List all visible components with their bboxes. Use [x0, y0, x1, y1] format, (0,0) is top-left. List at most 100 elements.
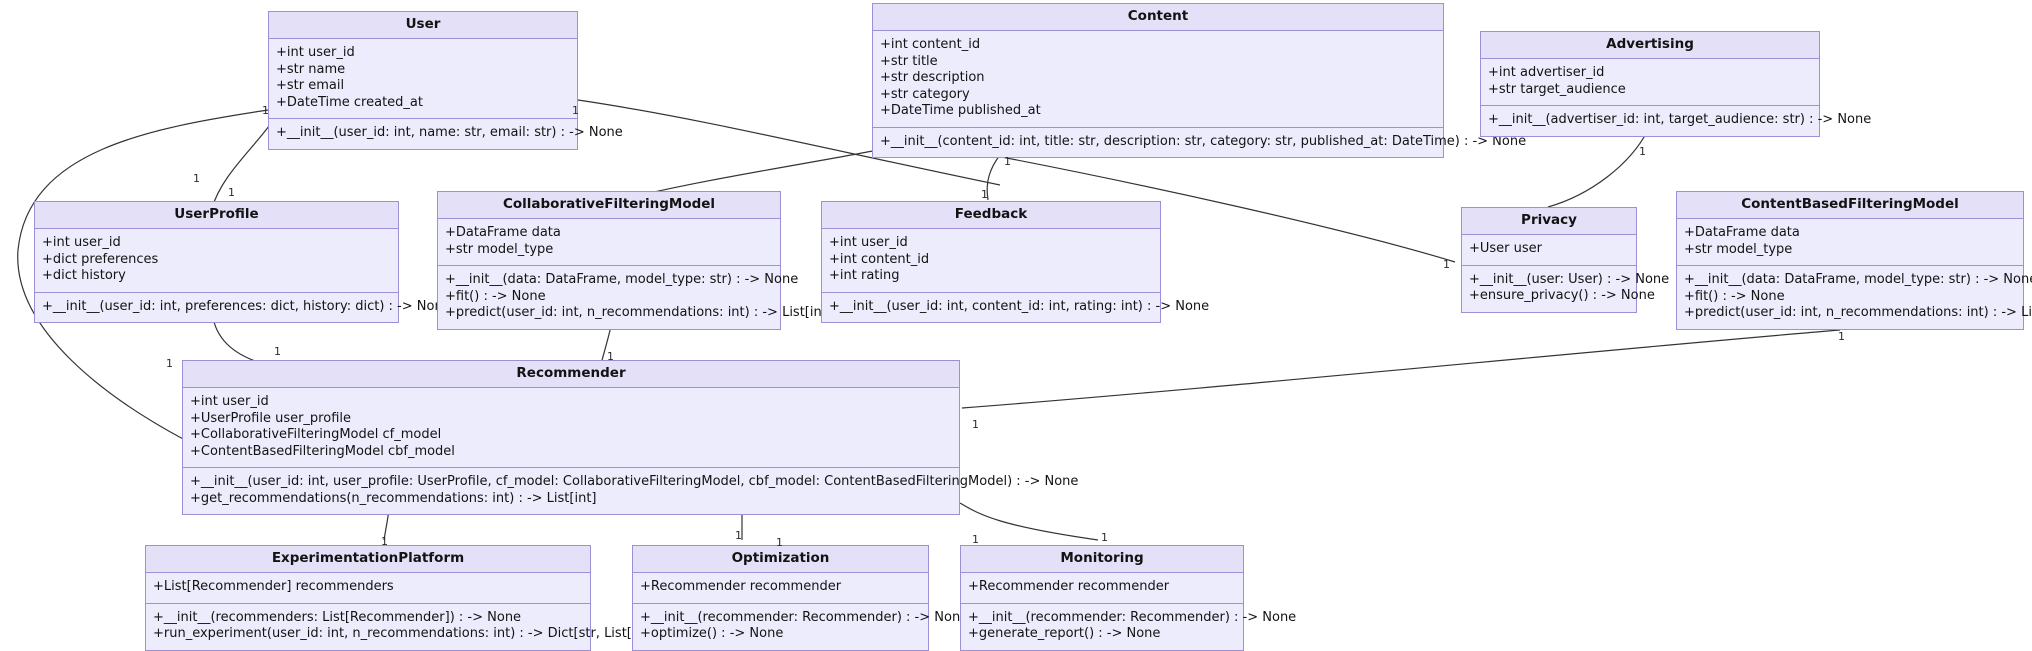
attribute-row: +str target_audience: [1488, 81, 1626, 97]
class-name-contentbasedfilteringmodel: ContentBasedFilteringModel: [1677, 192, 2023, 219]
attribute-row: +str email: [276, 78, 345, 93]
class-name-recommender: Recommender: [183, 361, 959, 388]
class-methods-feedback: +__init__(user_id: int, content_id: int,…: [822, 293, 1210, 323]
attribute-row: +UserProfile user_profile: [190, 410, 351, 426]
class-box-userprofile[interactable]: UserProfile +int user_id +dict preferenc…: [34, 201, 451, 323]
method-row: +__init__(user_id: int, preferences: dic…: [42, 298, 451, 314]
class-name-optimization: Optimization: [633, 546, 928, 573]
multiplicity-label: 1: [972, 533, 979, 546]
class-attributes-recommender: +int user_id +UserProfile user_profile +…: [183, 388, 959, 468]
class-name-feedback: Feedback: [822, 202, 1160, 229]
edge-advertising-privacy: [1547, 129, 1649, 208]
class-name-collaborativefilteringmodel: CollaborativeFilteringModel: [438, 192, 780, 219]
class-box-feedback[interactable]: Feedback +int user_id +int content_id +i…: [821, 201, 1210, 323]
method-row: +__init__(recommender: Recommender) : ->…: [640, 609, 969, 625]
attribute-row: +int content_id: [829, 251, 930, 267]
multiplicity-label: 1: [228, 186, 235, 199]
class-box-monitoring[interactable]: Monitoring +Recommender recommender +__i…: [960, 545, 1297, 651]
attribute-row: +DataFrame data: [1684, 225, 1800, 240]
multiplicity-label: 1: [166, 357, 173, 370]
class-name-experimentationplatform: ExperimentationPlatform: [146, 546, 590, 573]
method-row: +ensure_privacy() : -> None: [1469, 288, 1655, 303]
class-methods-advertising: +__init__(advertiser_id: int, target_aud…: [1481, 106, 1872, 136]
class-methods-monitoring: +__init__(recommender: Recommender) : ->…: [961, 604, 1297, 650]
class-attributes-contentbasedfilteringmodel: +DataFrame data +str model_type: [1677, 219, 2023, 266]
edge-content-feedback: [986, 154, 1001, 201]
method-row: +__init__(recommender: Recommender) : ->…: [968, 609, 1297, 625]
method-row: +run_experiment(user_id: int, n_recommen…: [153, 626, 659, 641]
class-attributes-feedback: +int user_id +int content_id +int rating: [822, 229, 1160, 293]
method-row: +get_recommendations(n_recommendations: …: [190, 490, 597, 506]
method-row: +optimize() : -> None: [640, 626, 784, 641]
attribute-row: +CollaborativeFilteringModel cf_model: [190, 427, 442, 442]
attribute-row: +int user_id: [190, 394, 269, 409]
attribute-row: +str title: [880, 53, 938, 69]
class-box-collaborativefilteringmodel[interactable]: CollaborativeFilteringModel +DataFrame d…: [437, 191, 832, 330]
class-box-content[interactable]: Content +int content_id +str title +str …: [872, 3, 1526, 158]
class-box-contentbasedfilteringmodel[interactable]: ContentBasedFilteringModel +DataFrame da…: [1676, 191, 2032, 330]
method-row: +__init__(data: DataFrame, model_type: s…: [445, 272, 799, 287]
multiplicity-label: 1: [1101, 531, 1108, 544]
method-row: +__init__(data: DataFrame, model_type: s…: [1684, 272, 2032, 287]
edge-cbfmodel-recommender: [961, 329, 1841, 409]
class-methods-userprofile: +__init__(user_id: int, preferences: dic…: [35, 293, 451, 323]
attribute-row: +str category: [880, 86, 970, 102]
class-attributes-collaborativefilteringmodel: +DataFrame data +str model_type: [438, 219, 780, 266]
class-attributes-advertising: +int advertiser_id +str target_audience: [1481, 59, 1819, 106]
class-methods-privacy: +__init__(user: User) : -> None +ensure_…: [1462, 266, 1669, 312]
edge-user-userprofile: [211, 121, 273, 209]
class-methods-content: +__init__(content_id: int, title: str, d…: [873, 128, 1526, 158]
class-box-experimentationplatform[interactable]: ExperimentationPlatform +List[Recommende…: [145, 545, 659, 651]
class-methods-contentbasedfilteringmodel: +__init__(data: DataFrame, model_type: s…: [1677, 266, 2032, 329]
class-box-privacy[interactable]: Privacy +User user +__init__(user: User)…: [1461, 207, 1669, 313]
attribute-row: +int content_id: [880, 37, 981, 52]
class-attributes-content: +int content_id +str title +str descript…: [873, 31, 1443, 128]
multiplicity-label: 1: [981, 188, 988, 201]
method-row: +fit() : -> None: [445, 288, 546, 304]
attribute-row: +str model_type: [445, 241, 554, 257]
multiplicity-label: 1: [193, 172, 200, 185]
class-attributes-userprofile: +int user_id +dict preferences +dict his…: [35, 229, 398, 293]
edge-recommender-monitoring: [959, 502, 1099, 541]
attribute-row: +Recommender recommender: [968, 579, 1170, 594]
class-name-user: User: [269, 12, 577, 39]
attribute-row: +int user_id: [829, 235, 908, 250]
class-attributes-optimization: +Recommender recommender: [633, 573, 928, 604]
class-box-optimization[interactable]: Optimization +Recommender recommender +_…: [632, 545, 969, 651]
method-row: +__init__(user_id: int, name: str, email…: [276, 125, 623, 140]
class-methods-user: +__init__(user_id: int, name: str, email…: [269, 119, 623, 149]
method-row: +predict(user_id: int, n_recommendations…: [445, 305, 832, 320]
class-name-content: Content: [873, 4, 1443, 31]
method-row: +fit() : -> None: [1684, 288, 1785, 304]
multiplicity-label: 1: [572, 104, 579, 117]
class-attributes-privacy: +User user: [1462, 235, 1636, 266]
attribute-row: +dict preferences: [42, 251, 159, 267]
multiplicity-label: 1: [735, 529, 742, 542]
class-methods-experimentationplatform: +__init__(recommenders: List[Recommender…: [146, 604, 659, 650]
method-row: +__init__(user_id: int, user_profile: Us…: [190, 474, 1079, 489]
class-box-recommender[interactable]: Recommender +int user_id +UserProfile us…: [182, 360, 1079, 515]
multiplicity-label: 1: [274, 345, 281, 358]
class-methods-collaborativefilteringmodel: +__init__(data: DataFrame, model_type: s…: [438, 266, 832, 329]
class-attributes-user: +int user_id +str name +str email +DateT…: [269, 39, 577, 119]
class-box-user[interactable]: User +int user_id +str name +str email +…: [268, 11, 623, 150]
multiplicity-label: 1: [1004, 155, 1011, 168]
attribute-row: +List[Recommender] recommenders: [153, 579, 394, 594]
multiplicity-label: 1: [776, 536, 783, 549]
multiplicity-label: 1: [607, 350, 614, 363]
attribute-row: +int rating: [829, 268, 900, 283]
attribute-row: +Recommender recommender: [640, 579, 842, 594]
class-methods-optimization: +__init__(recommender: Recommender) : ->…: [633, 604, 969, 650]
attribute-row: +dict history: [42, 268, 126, 283]
class-name-userprofile: UserProfile: [35, 202, 398, 229]
attribute-row: +str name: [276, 61, 346, 77]
class-name-privacy: Privacy: [1462, 208, 1636, 235]
method-row: +__init__(user_id: int, content_id: int,…: [829, 298, 1210, 314]
attribute-row: +User user: [1469, 241, 1543, 256]
multiplicity-label: 1: [262, 104, 269, 117]
class-box-advertising[interactable]: Advertising +int advertiser_id +str targ…: [1480, 31, 1872, 137]
method-row: +__init__(advertiser_id: int, target_aud…: [1488, 112, 1872, 127]
class-name-advertising: Advertising: [1481, 32, 1819, 59]
method-row: +generate_report() : -> None: [968, 626, 1161, 641]
